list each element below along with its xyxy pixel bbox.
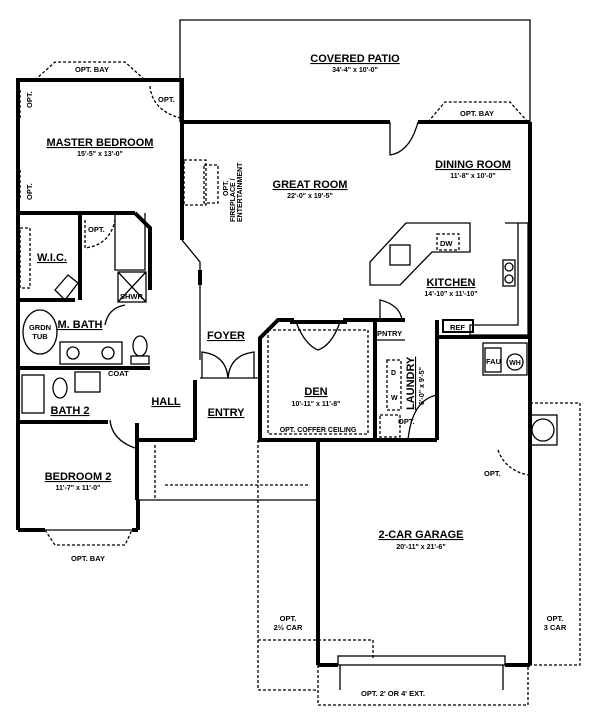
room-name-dining: DINING ROOM	[435, 159, 511, 171]
opt-bay-dining: OPT. BAY	[460, 109, 494, 118]
opt-label: OPT.	[25, 183, 34, 200]
garden-tub-label: TUB	[32, 332, 48, 341]
opt-label: OPT.	[88, 225, 105, 234]
dishwasher-label: DW	[440, 239, 453, 248]
water-heater-label: WH	[509, 360, 521, 367]
cooktop-icon	[502, 259, 516, 287]
bathtub	[21, 374, 45, 414]
shower-label: SHWR	[120, 292, 143, 301]
room-size-kitchen: 14'-10" x 11'-10"	[424, 291, 477, 298]
room-name-bath2: BATH 2	[51, 405, 90, 417]
fireplace-label: ENTERTAINMENT	[237, 162, 244, 222]
opt-extension-label: OPT. 2' OR 4' EXT.	[361, 689, 425, 698]
opt-2-5-car-label: 2½ CAR	[274, 623, 303, 632]
room-name-great: GREAT ROOM	[273, 179, 348, 191]
room-name-hall: HALL	[151, 396, 181, 408]
room-name-master: MASTER BEDROOM	[47, 137, 154, 149]
laundry-walls	[375, 299, 530, 442]
room-size-den: 10'-11" x 11'-8"	[292, 401, 341, 408]
furnace-label: FAU	[486, 357, 501, 366]
room-size-master: 15'-5" x 13'-0"	[77, 151, 123, 158]
room-name-kitchen: KITCHEN	[427, 277, 476, 289]
room-name-wic: W.I.C.	[37, 252, 67, 264]
room-name-garage: 2-CAR GARAGE	[379, 529, 464, 541]
entry-walls	[137, 351, 318, 501]
opt-label: OPT.	[25, 91, 34, 108]
opt-label: OPT.	[484, 469, 501, 478]
sink-icon	[389, 244, 411, 266]
room-size-great: 22'-0" x 19'-5"	[287, 193, 333, 200]
room-name-bedroom2: BEDROOM 2	[45, 471, 112, 483]
main-walls	[180, 101, 532, 665]
refrigerator-label: REF	[450, 323, 465, 332]
opt-label: OPT.	[158, 95, 175, 104]
room-labels: COVERED PATIO 34'-4" x 10'-0" MASTER BED…	[37, 53, 511, 551]
room-name-entry: ENTRY	[208, 407, 246, 419]
coat-closet-label: COAT	[108, 369, 129, 378]
master-bedroom-walls	[16, 61, 184, 530]
room-name-laundry: LAUNDRY	[405, 356, 417, 410]
den-walls	[258, 318, 377, 442]
garden-tub	[22, 309, 58, 355]
shower	[117, 271, 147, 303]
coffer-ceiling-label: OPT. COFFER CEILING	[280, 427, 357, 434]
fixture-labels: OPT. BAY OPT. BAY OPT. BAY OPT. OPT. OPT…	[25, 65, 567, 698]
pantry-label: PNTRY	[377, 329, 402, 338]
opt-2-5-car-label: OPT.	[280, 614, 297, 623]
covered-patio	[179, 19, 531, 122]
room-size-bedroom2: 11'-7" x 11'-0"	[56, 485, 101, 492]
garage-walls	[257, 342, 581, 706]
opt-3-car-label: OPT.	[547, 614, 564, 623]
room-size-laundry: 6'-0" x 9'-5"	[419, 367, 426, 405]
garden-tub-label: GRDN	[29, 323, 51, 332]
opt-bay-bedroom2: OPT. BAY	[71, 554, 105, 563]
room-name-mbath: M. BATH	[57, 319, 102, 331]
room-size-garage: 20'-11" x 21'-6"	[396, 544, 445, 551]
washer-label: W	[391, 395, 398, 402]
room-name-den: DEN	[304, 386, 327, 398]
bath-walls	[18, 211, 197, 546]
fireplace-label: FIREPLACE /	[230, 178, 237, 222]
room-name-patio: COVERED PATIO	[310, 53, 400, 65]
room-size-patio: 34'-4" x 10'-0"	[332, 67, 378, 74]
dryer-label: D	[391, 370, 396, 377]
room-size-dining: 11'-8" x 10'-0"	[450, 173, 495, 180]
opt-3-car-label: 3 CAR	[544, 623, 567, 632]
room-name-foyer: FOYER	[207, 330, 245, 342]
opt-bay-master: OPT. BAY	[75, 65, 109, 74]
toilet-icon	[132, 335, 148, 357]
opt-label: OPT.	[398, 417, 415, 426]
fireplace-label: OPT.	[223, 180, 230, 196]
